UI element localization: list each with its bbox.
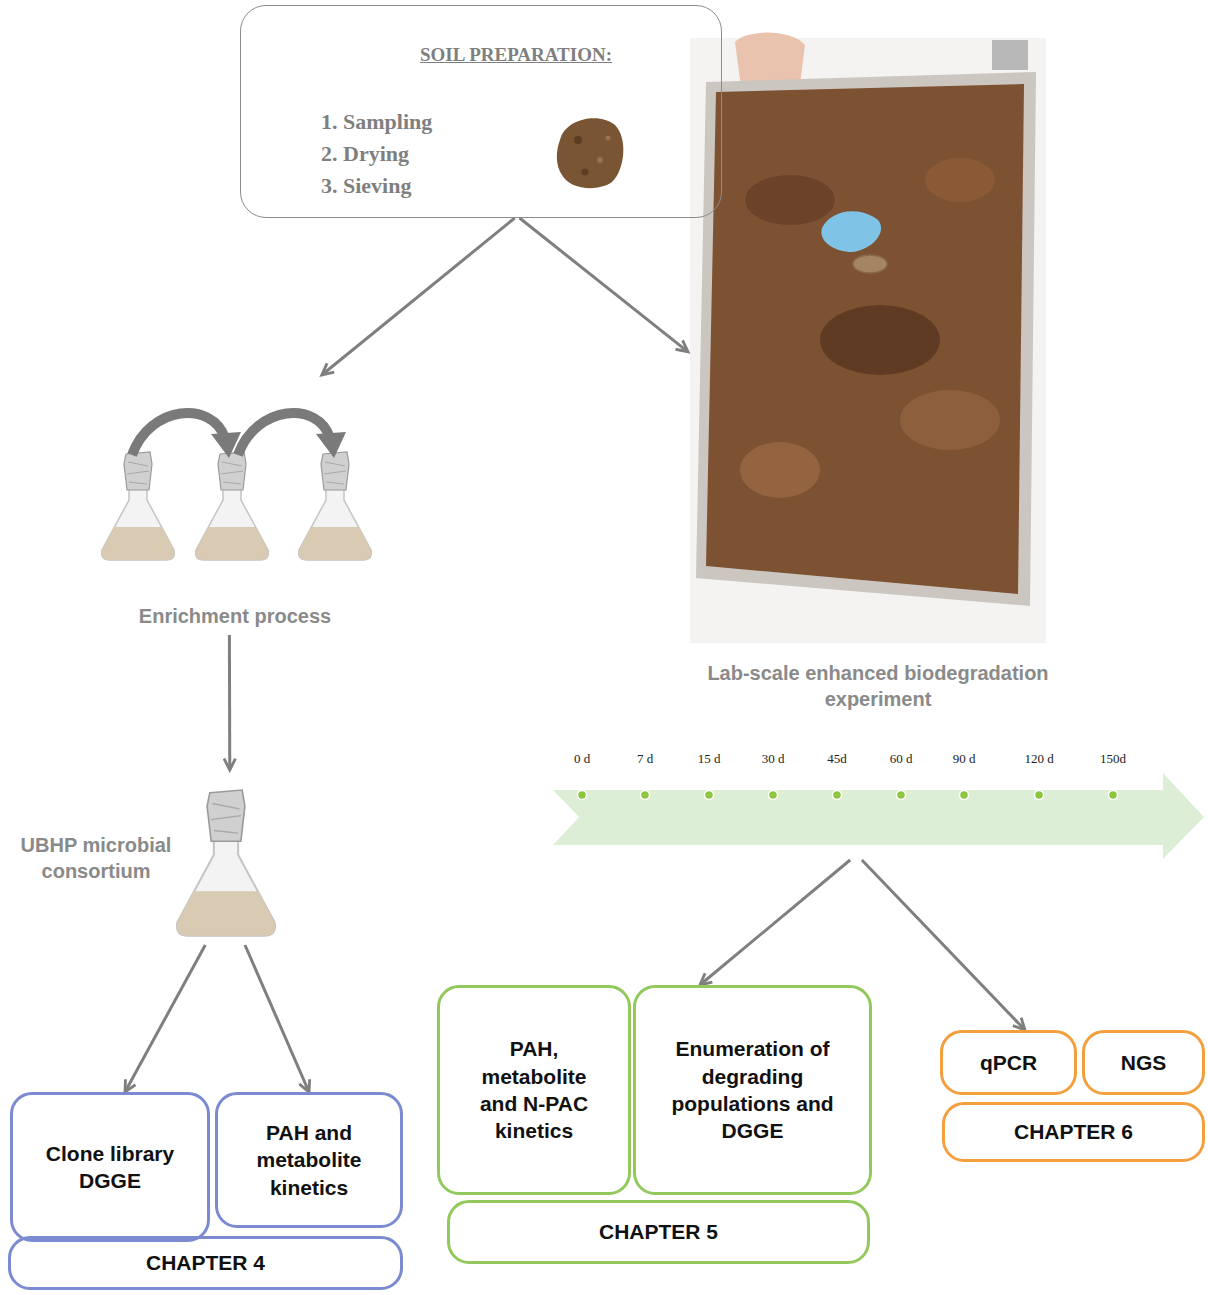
timepoint-dot	[1035, 791, 1044, 800]
process-box: SOIL PREPARATION: 1. Sampling2. Drying3. …	[240, 5, 722, 218]
soil-patch	[900, 390, 1000, 450]
time-label: 0 d	[574, 751, 590, 767]
time-label: 120 d	[1024, 751, 1053, 767]
timepoint-dot	[705, 791, 714, 800]
chapter-box: CHAPTER 4	[8, 1236, 403, 1290]
node-text: CHAPTER 6	[1014, 1118, 1133, 1145]
timepoint-dot	[578, 791, 587, 800]
glove	[821, 211, 881, 252]
photo-ground	[690, 38, 1046, 643]
time-label: 60 d	[890, 751, 913, 767]
node-text: Lab-scale enhanced biodegradation experi…	[688, 660, 1068, 712]
flow-arrow	[245, 945, 309, 1092]
node-text: SOIL PREPARATION:	[420, 44, 612, 66]
soil-sample	[557, 118, 624, 188]
node-text: qPCR	[980, 1049, 1037, 1076]
tray-soil	[706, 84, 1024, 594]
process-box: qPCR	[940, 1030, 1077, 1095]
soil-patch	[745, 175, 835, 225]
time-label: 150d	[1100, 751, 1126, 767]
soil-grain	[597, 157, 603, 163]
timepoint-dot	[1109, 791, 1118, 800]
soil-grain	[606, 136, 611, 141]
chapter-box: CHAPTER 6	[942, 1102, 1205, 1162]
tray-frame	[696, 72, 1036, 606]
transfer-arrowhead	[316, 432, 346, 458]
flow-arrow	[862, 860, 1025, 1030]
chapter-box: CHAPTER 5	[447, 1200, 870, 1264]
node-text: CHAPTER 4	[146, 1249, 265, 1276]
time-label: 90 d	[953, 751, 976, 767]
process-box: NGS	[1082, 1030, 1205, 1095]
spoon	[853, 255, 887, 273]
timeline-band	[553, 773, 1204, 859]
time-label: 15 d	[698, 751, 721, 767]
transfer-arrow	[132, 413, 225, 455]
node-text: Enrichment process	[139, 603, 331, 629]
node-text: Clone library DGGE	[35, 1140, 185, 1195]
node-text: PAH and metabolite kinetics	[240, 1119, 378, 1201]
clip	[992, 40, 1028, 70]
node-text: NGS	[1121, 1049, 1167, 1076]
soil-patch	[740, 442, 820, 498]
process-box: PAH, metabolite and N-PAC kinetics	[437, 985, 631, 1195]
process-box: Clone library DGGE	[10, 1092, 210, 1242]
flask	[177, 790, 275, 936]
flow-arrow	[228, 635, 231, 770]
time-label: 7 d	[637, 751, 653, 767]
flask	[299, 452, 372, 560]
soil-patch	[925, 158, 995, 202]
time-label: 45d	[827, 751, 847, 767]
soil-patch	[820, 305, 940, 375]
process-box: PAH and metabolite kinetics	[215, 1092, 403, 1228]
node-text: 3. Sieving	[321, 170, 411, 202]
timepoint-dot	[833, 791, 842, 800]
flow-arrow	[322, 218, 515, 375]
node-text: 2. Drying	[321, 138, 409, 170]
timepoint-dot	[641, 791, 650, 800]
node-text: 1. Sampling	[321, 106, 432, 138]
flask	[196, 452, 269, 560]
flask	[102, 452, 175, 560]
timepoint-dot	[960, 791, 969, 800]
illustrated-step: Lab-scale enhanced biodegradation experi…	[688, 40, 1068, 718]
timepoint-dot	[897, 791, 906, 800]
flow-arrow	[520, 218, 688, 352]
node-text: Enumeration of degrading populations and…	[658, 1035, 847, 1144]
node-text: UBHP microbial consortium	[4, 832, 188, 884]
timeline-arrow: 0 d 7 d 15 d 30 d 45d 60 d 90 d 120 d 150d	[553, 745, 1206, 860]
illustrated-step: Enrichment process	[95, 375, 375, 635]
process-box: Enumeration of degrading populations and…	[633, 985, 872, 1195]
soil-grain	[582, 169, 589, 176]
time-label: 30 d	[762, 751, 785, 767]
node-text: CHAPTER 5	[599, 1218, 718, 1245]
node-text: PAH, metabolite and N-PAC kinetics	[462, 1035, 606, 1144]
flow-arrow	[125, 945, 205, 1092]
flow-arrow	[700, 860, 850, 985]
soil-grain	[574, 136, 582, 144]
illustrated-step: UBHP microbial consortium	[4, 770, 276, 945]
timepoint-dot	[769, 791, 778, 800]
